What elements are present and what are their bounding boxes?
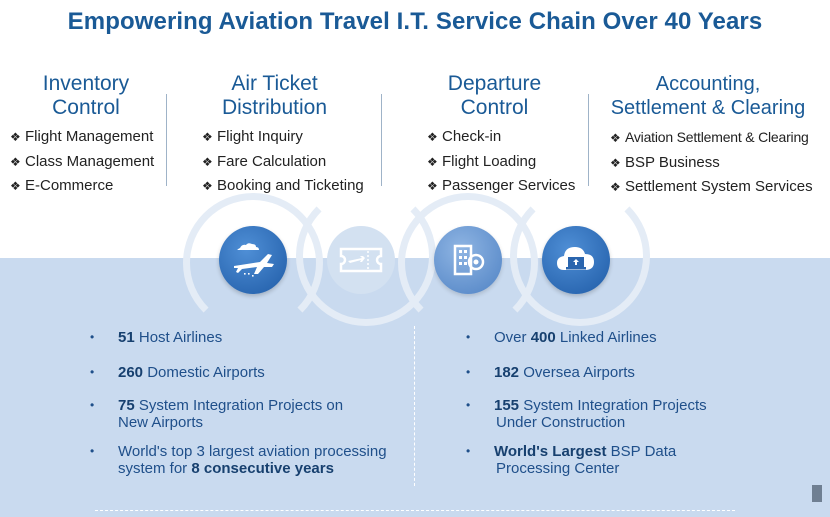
column-inventory-control: Inventory Control ❖Flight Management ❖Cl… [10, 72, 162, 199]
column-items: ❖Flight Management ❖Class Management ❖E-… [10, 125, 162, 199]
diamond-bullet-icon: ❖ [427, 130, 438, 144]
stat-item: •51 Host Airlines [90, 329, 223, 346]
column-accounting-settlement-clearing: Accounting, Settlement & Clearing ❖Aviat… [602, 72, 828, 200]
column-items: ❖Aviation Settlement & Clearing ❖BSP Bus… [602, 125, 828, 200]
diamond-bullet-icon: ❖ [10, 154, 21, 169]
column-heading: Departure Control [427, 72, 562, 120]
column-heading: Inventory Control [10, 72, 162, 120]
diamond-bullet-icon: ❖ [202, 179, 213, 193]
list-item: ❖Settlement System Services [610, 175, 828, 200]
column-items: ❖Flight Inquiry ❖Fare Calculation ❖Booki… [202, 125, 374, 199]
column-air-ticket-distribution: Air Ticket Distribution ❖Flight Inquiry … [202, 72, 374, 199]
heading-line: Inventory [42, 72, 130, 95]
diamond-bullet-icon: ❖ [202, 154, 213, 169]
list-item: ❖Fare Calculation [202, 150, 374, 175]
diamond-bullet-icon: ❖ [610, 131, 621, 145]
scrollbar-thumb[interactable] [812, 485, 822, 502]
bullet-dot-icon: • [90, 398, 95, 412]
stat-item: •182 Oversea Airports [466, 364, 635, 381]
list-item: ❖Passenger Services [427, 174, 577, 199]
bullet-dot-icon: • [466, 365, 471, 379]
bullet-dot-icon: • [466, 330, 471, 344]
column-heading: Air Ticket Distribution [202, 72, 347, 120]
list-item: ❖Flight Management [10, 125, 162, 150]
airplane-icon [219, 226, 287, 294]
bullet-dot-icon: • [466, 444, 471, 458]
ticket-icon [327, 226, 395, 294]
column-divider [381, 94, 382, 186]
heading-line: Departure [447, 72, 542, 95]
list-item: ❖BSP Business [610, 151, 828, 176]
column-items: ❖Check-in ❖Flight Loading ❖Passenger Ser… [427, 125, 577, 199]
list-item: ❖Aviation Settlement & Clearing [610, 125, 828, 151]
stats-left: •51 Host Airlines •260 Domestic Airports… [90, 329, 418, 477]
diamond-bullet-icon: ❖ [427, 154, 438, 169]
heading-line: Control [460, 96, 529, 119]
departure-building-icon [434, 226, 502, 294]
diamond-bullet-icon: ❖ [427, 179, 438, 193]
bullet-dot-icon: • [90, 365, 95, 379]
heading-line: Air Ticket [231, 72, 318, 95]
bullet-dot-icon: • [90, 330, 95, 344]
diamond-bullet-icon: ❖ [10, 179, 21, 193]
column-divider [166, 94, 167, 186]
stat-item: •World's top 3 largest aviation processi… [90, 443, 387, 477]
stats-bottom-divider [95, 510, 735, 511]
page-title: Empowering Aviation Travel I.T. Service … [67, 8, 763, 35]
stat-item: •Over 400 Linked Airlines [466, 329, 657, 346]
heading-line: Distribution [221, 96, 328, 119]
column-departure-control: Departure Control ❖Check-in ❖Flight Load… [427, 72, 577, 199]
decorative-ring [510, 186, 650, 326]
stats-right: •Over 400 Linked Airlines •182 Oversea A… [466, 329, 794, 477]
stats-divider [414, 326, 415, 486]
diamond-bullet-icon: ❖ [610, 155, 621, 170]
list-item: ❖Class Management [10, 150, 162, 175]
list-item: ❖Check-in [427, 125, 577, 150]
heading-line: Settlement & Clearing [610, 97, 806, 119]
diamond-bullet-icon: ❖ [610, 180, 621, 194]
stat-item: •260 Domestic Airports [90, 364, 265, 381]
bullet-dot-icon: • [90, 444, 95, 458]
diamond-bullet-icon: ❖ [10, 130, 21, 144]
column-heading: Accounting, Settlement & Clearing [602, 72, 814, 120]
list-item: ❖Booking and Ticketing [202, 174, 374, 199]
list-item: ❖Flight Loading [427, 150, 577, 175]
heading-line: Control [52, 96, 120, 119]
diamond-bullet-icon: ❖ [202, 130, 213, 144]
bullet-dot-icon: • [466, 398, 471, 412]
list-item: ❖Flight Inquiry [202, 125, 374, 150]
column-divider [588, 94, 589, 186]
cloud-laptop-icon [542, 226, 610, 294]
list-item: ❖E-Commerce [10, 174, 162, 199]
heading-line: Accounting, [655, 73, 761, 95]
